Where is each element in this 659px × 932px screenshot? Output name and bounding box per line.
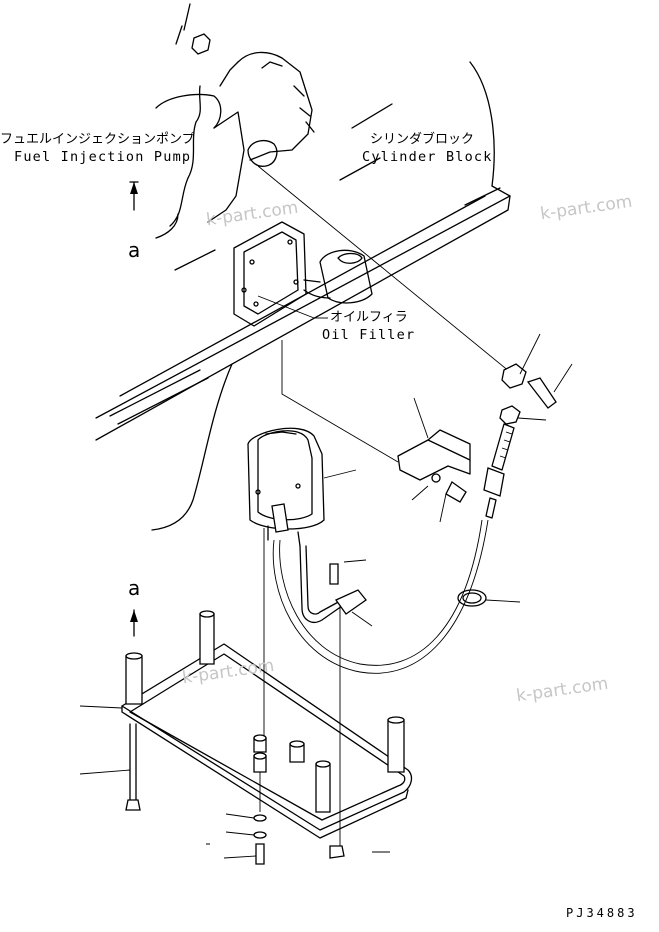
cable-bracket (281, 340, 471, 523)
drain-pipe (299, 545, 373, 627)
long-bolt (79, 705, 141, 811)
oil-filler-label-jp: オイルフィラ (330, 310, 408, 325)
base-plate (121, 643, 413, 839)
view-arrow-top (129, 181, 139, 211)
flex-cable (272, 519, 489, 674)
view-marker-bottom: a (128, 576, 141, 600)
view-marker-top: a (128, 238, 141, 262)
cylinder-block-label-jp: シリンダブロック (370, 132, 475, 147)
cylinder-block-label-en: Cylinder Block (362, 149, 493, 165)
fuel-pump-label-jp: フュエルインジェクションポンプ (0, 132, 195, 147)
cylinder-block-outline (95, 61, 511, 531)
view-arrow-bottom (130, 609, 138, 637)
cable-joint (499, 333, 573, 425)
drawing-number: PJ34883 (566, 906, 638, 920)
fasteners-bottom (206, 772, 390, 865)
oil-filler (233, 221, 373, 327)
gauge-body (247, 427, 357, 547)
fuel-pump-label-en: Fuel Injection Pump (14, 149, 192, 165)
cable-end-threaded (483, 423, 515, 519)
fuel-injection-pump (155, 3, 315, 239)
cable-clip (457, 589, 521, 607)
leader-pump-to-joint (257, 165, 511, 373)
oil-filler-label-en: Oil Filler (322, 327, 416, 343)
standoffs (125, 610, 405, 813)
